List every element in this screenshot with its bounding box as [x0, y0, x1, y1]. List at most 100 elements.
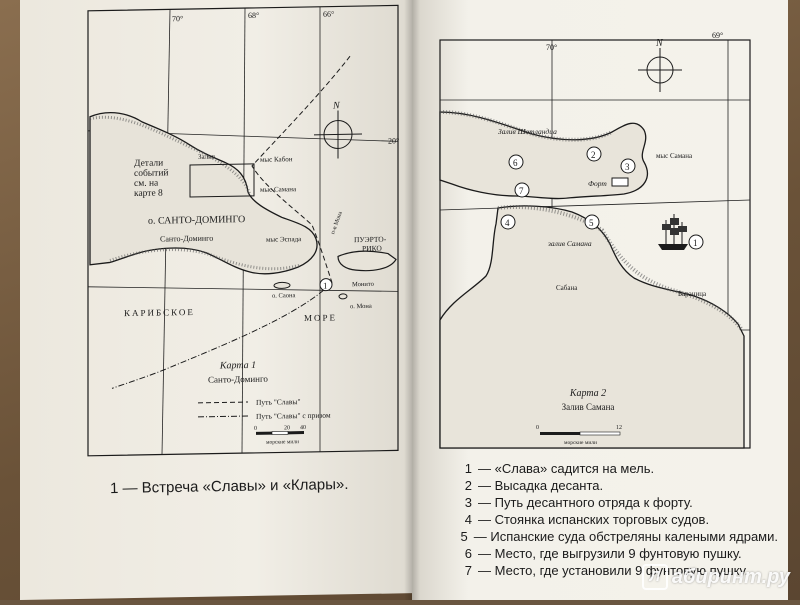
sea-label-left: КАРИБСКОЕ — [124, 307, 195, 318]
legend-line-path — [198, 401, 248, 404]
compass-rose-icon: N — [638, 38, 682, 92]
map-1: 70° 68° 66° 20° N Детали событий см. на … — [87, 4, 399, 457]
watermark-text: абиринт.ру — [671, 565, 790, 588]
map2-marker-7: 7 — [514, 182, 530, 198]
scale-bar-1 — [256, 431, 272, 435]
watermark-logo: Л абиринт.ру — [641, 564, 790, 590]
island-name-label: о. САНТО-ДОМИНГО — [148, 214, 245, 227]
island-mona — [338, 293, 348, 300]
map2-scale-units: морские мили — [564, 440, 597, 446]
legend-num: 4 — [464, 512, 472, 527]
scale-units: морские мили — [266, 439, 299, 446]
watermark-badge: Л — [641, 564, 668, 590]
book-gutter — [404, 0, 420, 600]
city-label: Санто-Доминго — [160, 234, 213, 244]
puerto-rico-label-1: ПУЭРТО- — [354, 235, 387, 245]
island-saona — [273, 281, 291, 289]
left-page: 70° 68° 66° 20° N Детали событий см. на … — [20, 0, 412, 601]
map1-marker-1-label: 1 — [323, 281, 327, 291]
map-2: 70° 69° N Залив Шотландца — [439, 31, 751, 449]
legend-num: 2 — [464, 478, 472, 493]
island-hispaniola — [89, 112, 318, 275]
map2-marker-1: 1 — [688, 234, 704, 250]
map2-marker-5: 5 — [584, 214, 600, 230]
svg-text:3: 3 — [625, 162, 630, 172]
legend-text: — Высадка десанта. — [478, 478, 604, 493]
coast-shading-south — [109, 248, 301, 271]
svg-text:7: 7 — [519, 186, 524, 196]
svg-text:1: 1 — [693, 238, 698, 248]
saona-label: о. Саона — [272, 292, 295, 299]
map2-scale-bar-1 — [540, 432, 580, 435]
sea-label-right: МОРЕ — [304, 312, 337, 323]
bay-samana-label: залив Самана — [547, 239, 592, 248]
map1-subtitle: Санто-Доминго — [208, 374, 268, 385]
bay-top-label: Залив Шотландца — [498, 127, 557, 136]
map2-marker-6: 6 — [508, 154, 524, 170]
island-puerto-rico — [337, 250, 397, 272]
map2-parallel-mid — [439, 199, 751, 211]
legend-text: — Место, где выгрузили 9 фунтовую пушку. — [478, 546, 742, 561]
details-note-1: Детали — [134, 159, 163, 170]
scale-0: 0 — [254, 426, 257, 432]
legend-row-1: 1 — «Слава» садится на мель. — [458, 460, 778, 477]
svg-text:4: 4 — [505, 218, 510, 228]
legend-row-5: 5— Испанские суда обстреляны калеными яд… — [458, 528, 778, 545]
map2-scale-0: 0 — [536, 425, 539, 431]
legend-text: — Испанские суда обстреляны калеными ядр… — [473, 529, 778, 544]
map2-marker-3: 3 — [620, 158, 636, 174]
route-slava-prize — [111, 282, 333, 389]
scale-bar-2 — [271, 431, 289, 435]
map2-scale-bar-2 — [579, 431, 621, 436]
fort-icon — [611, 177, 629, 187]
mainland-shading — [497, 204, 744, 332]
monito-label: Монито — [352, 281, 374, 288]
map1-lon-66: 66° — [323, 10, 334, 19]
details-note-3: см. на — [134, 179, 159, 189]
map2-marker-4: 4 — [500, 214, 516, 230]
legend-text: — Стоянка испанских торговых судов. — [478, 512, 710, 527]
map2-subtitle: Залив Самана — [562, 402, 615, 412]
cape-espada-label: мыс Эспада — [266, 235, 302, 244]
right-page: 70° 69° N Залив Шотландца — [412, 0, 788, 600]
map1-lon-68: 68° — [248, 11, 259, 20]
baranica-label: Бараница — [678, 290, 707, 298]
legend-line-prize — [198, 415, 248, 418]
mona-label: о. Мона — [350, 303, 372, 310]
scale-40: 40 — [300, 425, 306, 431]
legend-num: 3 — [464, 495, 472, 510]
compass-rose-icon: N — [314, 100, 362, 159]
map2-legend-list: 1 — «Слава» садится на мель. 2 — Высадка д… — [458, 460, 778, 579]
puerto-rico-label-2: РИКО — [362, 244, 382, 253]
cape-label: мыс Самана — [656, 152, 693, 160]
map1-lon-70: 70° — [172, 14, 183, 23]
legend-text: — «Слава» садится на мель. — [478, 461, 655, 476]
legend-row-4: 4 — Стоянка испанских торговых судов. — [458, 511, 778, 528]
map1-title: Карта 1 — [219, 360, 256, 372]
map2-scale-12: 12 — [616, 425, 622, 431]
svg-text:2: 2 — [591, 150, 596, 160]
cape-cabron-label: мыс Кабон — [260, 155, 293, 164]
map2-marker-2: 2 — [586, 146, 602, 162]
scale-bar-3 — [288, 431, 304, 435]
map1-frame — [87, 4, 399, 457]
bay-label: Залив — [198, 153, 216, 161]
legend-row-7: 7— Место, где установили 9 фунтовую пушк… — [458, 562, 778, 579]
svg-text:5: 5 — [589, 218, 594, 228]
map2-lon-70: 70° — [546, 43, 557, 52]
map1-lat-20: 20° — [388, 136, 399, 145]
cape-samana-label: мыс Самана — [260, 185, 297, 194]
details-box — [189, 163, 255, 198]
legend-row-3: 3— Путь десантного отряда к форту. — [458, 494, 778, 511]
sailing-ship-icon — [658, 214, 688, 250]
details-note-2: событий — [134, 167, 169, 179]
fort-label: Форт — [588, 179, 607, 188]
map1-north-label: N — [332, 100, 341, 111]
legend-row-2: 2 — Высадка десанта. — [458, 477, 778, 494]
sabana-label: Сабана — [556, 284, 578, 292]
legend-num: 1 — [464, 461, 472, 476]
map2-lon-69: 69° — [712, 31, 723, 40]
legend-path: Путь "Славы" — [256, 397, 301, 407]
legend-row-6: 6— Место, где выгрузили 9 фунтовую пушку… — [458, 545, 778, 562]
details-note-4: карте 8 — [134, 189, 163, 200]
